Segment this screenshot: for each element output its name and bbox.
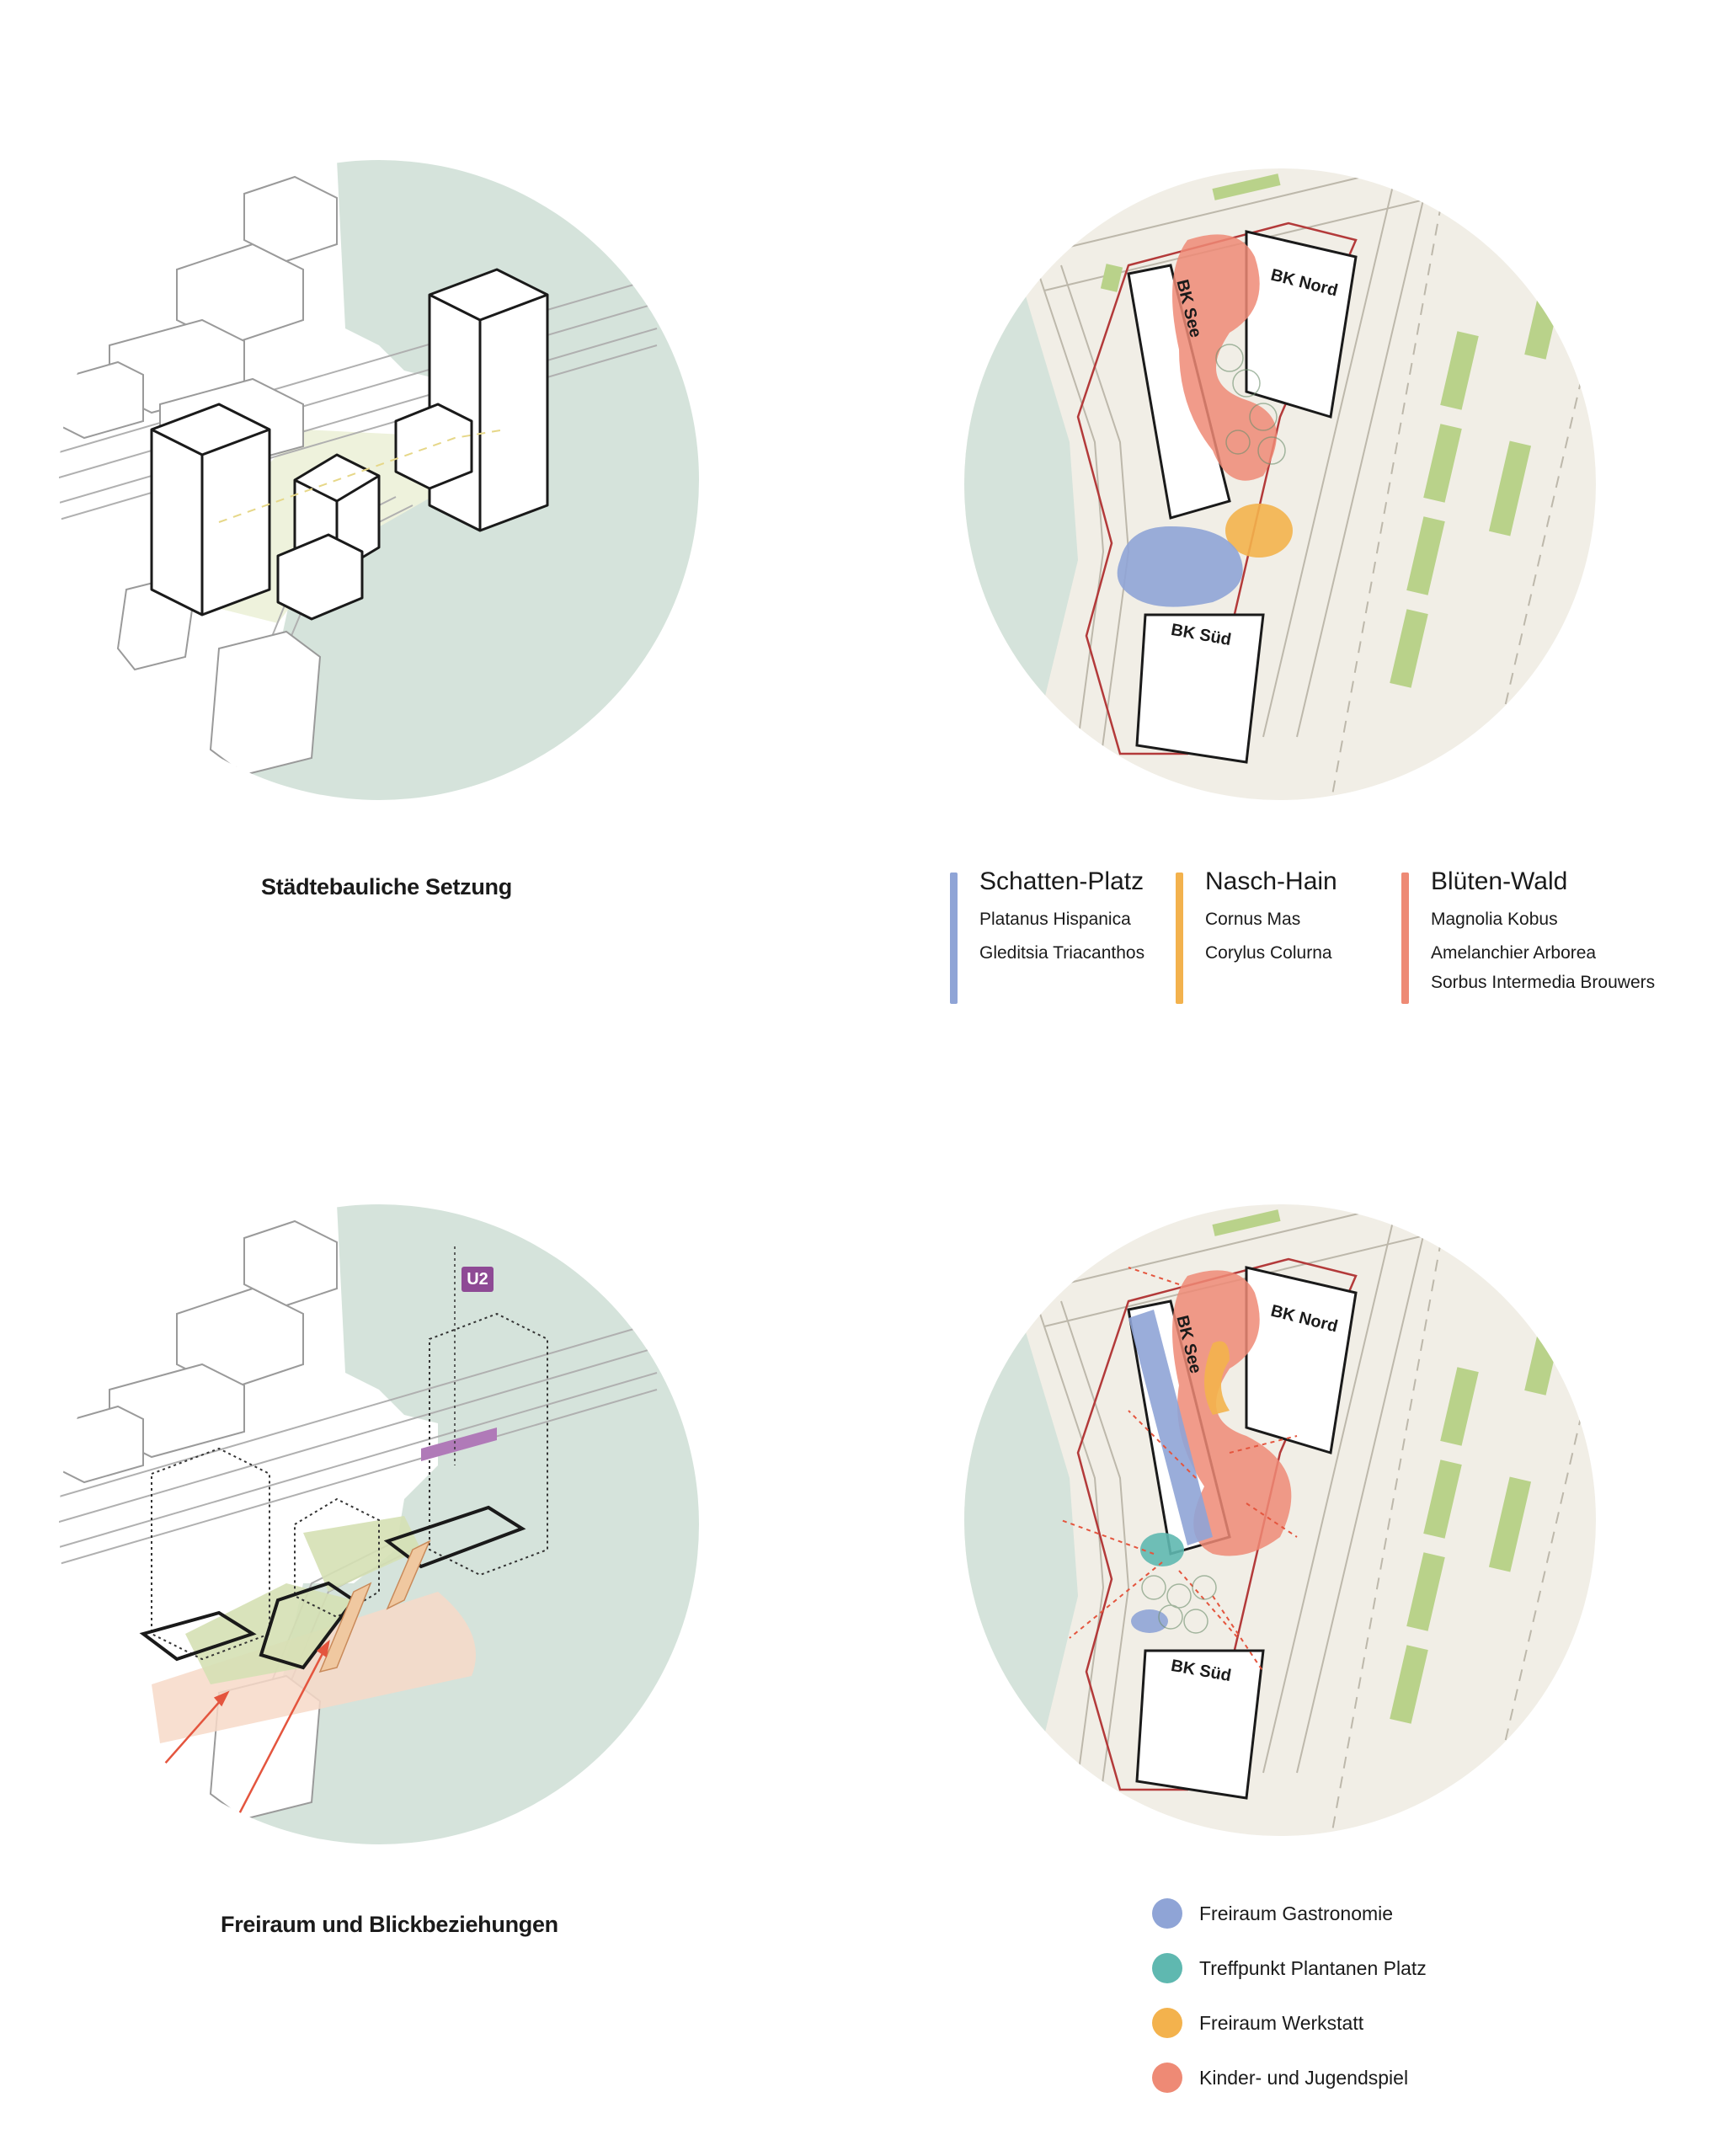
schattenplatz-zone [1117, 526, 1243, 607]
legend-title: Nasch-Hain [1205, 867, 1337, 895]
axonometric-massing-diagram [51, 152, 707, 808]
building-bk-sued [1135, 613, 1265, 764]
sightlines-axonometric-diagram: U2 [51, 1196, 707, 1853]
legend-item: Platanus Hispanica [979, 910, 1131, 929]
use-site-plan: BK Nord BK See BK Süd [960, 1200, 1600, 1840]
caption-freiraum-und-blickbeziehungen: Freiraum und Blickbeziehungen [221, 1912, 558, 1937]
legend-label: Treffpunkt Plantanen Platz [1199, 1956, 1427, 1979]
u2-platform [421, 1428, 497, 1461]
legend-label: Freiraum Werkstatt [1199, 2011, 1364, 2034]
use-legend-row: Kinder- und Jugendspiel [1152, 2061, 1408, 2095]
building-bk-sued [1135, 1649, 1265, 1800]
use-legend-row: Treffpunkt Plantanen Platz [1152, 1951, 1427, 1985]
tower-tall [428, 268, 549, 532]
building-bk-nord [1245, 1266, 1358, 1454]
u2-badge: U2 [462, 1267, 494, 1292]
building-bk-nord [1245, 230, 1358, 419]
legend-dot [1152, 1898, 1182, 1929]
use-legend-row: Freiraum Gastronomie [1152, 1897, 1393, 1930]
footprint-middle [259, 1581, 356, 1670]
bluetenwald-zone [1172, 234, 1277, 481]
legend-title: Schatten-Platz [979, 867, 1144, 895]
werkstatt-zone [1204, 1341, 1230, 1415]
footprint-left [139, 1610, 257, 1662]
legend-item: Sorbus Intermedia Brouwers [1431, 973, 1656, 992]
legend-bar-orange [1176, 873, 1183, 1004]
view-cone [152, 1592, 476, 1743]
legend-bar-blue [950, 873, 958, 1004]
legend-bar-red [1401, 873, 1409, 1004]
legend-item: Amelanchier Arborea [1431, 943, 1597, 963]
legend-item: Magnolia Kobus [1431, 910, 1558, 929]
legend-item: Corylus Colurna [1205, 943, 1332, 963]
legend-label: Freiraum Gastronomie [1199, 1902, 1394, 1924]
caption-staedtebauliche-setzung: Städtebauliche Setzung [261, 874, 512, 899]
legend-dot [1152, 1953, 1182, 1983]
building-bk-see [1127, 264, 1231, 520]
legend-item: Gleditsia Triacanthos [979, 943, 1145, 963]
legend-label: Kinder- und Jugendspiel [1199, 2066, 1409, 2089]
kinder-jugendspiel-zone [1172, 1270, 1292, 1556]
green-open-space [185, 1583, 354, 1684]
naschhain-zone [1225, 504, 1293, 558]
planting-site-plan: BK Nord BK See BK Süd [960, 164, 1600, 804]
use-legend-row: Freiraum Werkstatt [1152, 2006, 1363, 2040]
legend-item: Cornus Mas [1205, 910, 1301, 929]
legend-dot [1152, 2008, 1182, 2038]
treffpunkt-zone [1140, 1533, 1184, 1566]
gastronomie-zone [1128, 1310, 1213, 1545]
tower-left [150, 403, 271, 616]
legend-title: Blüten-Wald [1431, 867, 1568, 895]
legend-dot [1152, 2063, 1182, 2093]
